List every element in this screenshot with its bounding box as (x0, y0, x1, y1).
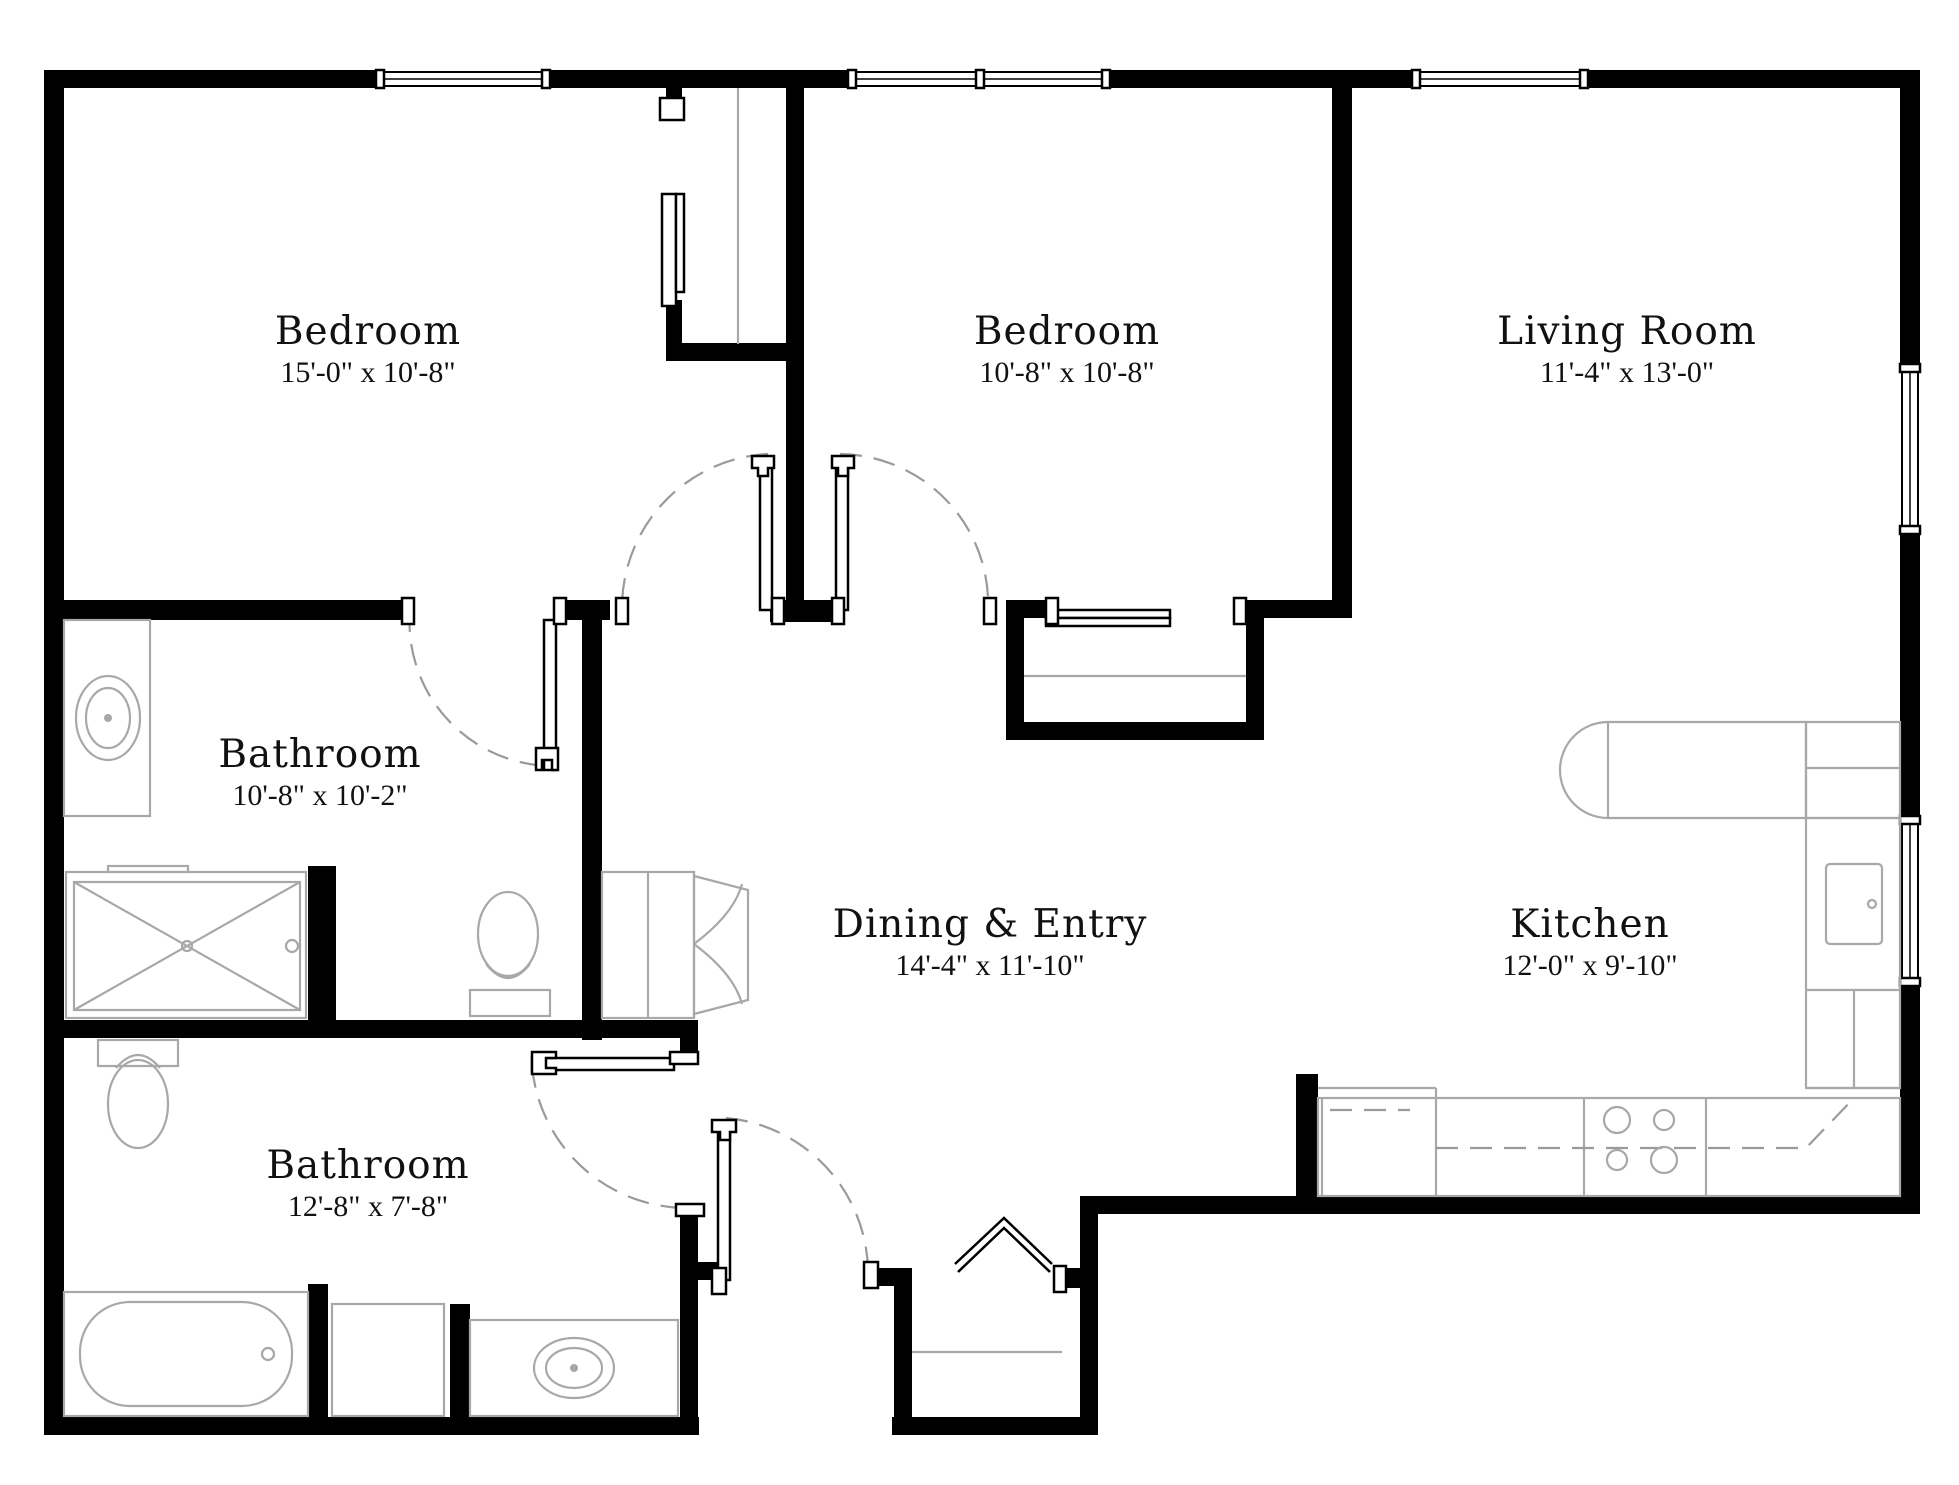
room-name: Dining & Entry (832, 902, 1148, 947)
room-dimensions: 11'-4" x 13'-0" (1539, 356, 1715, 389)
room-name: Living Room (1497, 309, 1757, 354)
room-label-dining-entry: Dining & Entry 14'-4" x 11'-10" (833, 903, 1148, 985)
room-label-bathroom-2: Bathroom 12'-8" x 7'-8" (266, 1144, 469, 1226)
room-label-kitchen: Kitchen 12'-0" x 9'-10" (1502, 903, 1677, 985)
room-dimensions: 14'-4" x 11'-10" (895, 949, 1085, 982)
exterior-walls (44, 70, 1920, 1435)
room-dimensions: 12'-8" x 7'-8" (287, 1190, 449, 1223)
room-name: Bathroom (266, 1143, 470, 1188)
room-dimensions: 10'-8" x 10'-8" (979, 356, 1155, 389)
room-label-living-room: Living Room 11'-4" x 13'-0" (1497, 310, 1757, 392)
room-dimensions: 12'-0" x 9'-10" (1502, 949, 1678, 982)
room-label-bathroom-1: Bathroom 10'-8" x 10'-2" (218, 733, 421, 815)
kitchen-fixtures (1316, 720, 1902, 1198)
closets (600, 88, 1246, 1354)
interior-walls (64, 88, 1352, 1435)
top-bathroom-fixtures (62, 618, 552, 1020)
room-dimensions: 10'-8" x 10'-2" (232, 779, 408, 812)
room-name: Bedroom (274, 309, 462, 354)
bottom-bathroom-fixtures (62, 1038, 680, 1418)
room-label-bedroom-2: Bedroom 10'-8" x 10'-8" (974, 310, 1160, 392)
windows (374, 68, 1922, 988)
room-name: Bathroom (218, 732, 422, 777)
room-name: Kitchen (1510, 902, 1670, 947)
doors (400, 96, 1248, 1296)
room-label-bedroom-1: Bedroom 15'-0" x 10'-8" (275, 310, 461, 392)
room-name: Bedroom (973, 309, 1161, 354)
room-dimensions: 15'-0" x 10'-8" (280, 356, 456, 389)
